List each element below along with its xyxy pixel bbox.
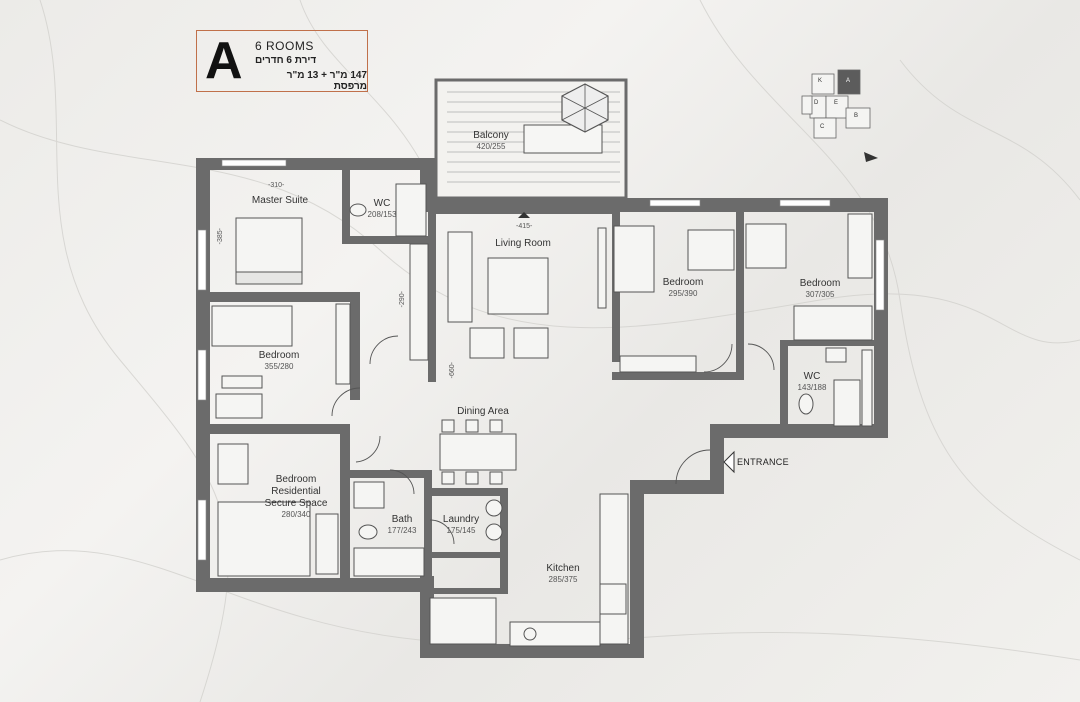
- keyplan-label-d: D: [814, 100, 819, 106]
- room-name: Dining Area: [457, 406, 509, 417]
- stove-icon: [523, 627, 537, 641]
- apartment-hebrew-area: 147 מ"ר + 13 מ"ר מרפסת: [286, 70, 367, 92]
- room-dining: Dining Area: [457, 406, 509, 418]
- room-dim: 208/153: [367, 210, 397, 219]
- keyplan-label-a: A: [846, 78, 851, 84]
- room-bath: Bath 177/243: [388, 514, 417, 536]
- dim-master-width: -310-: [268, 182, 285, 189]
- room-name: Living Room: [495, 238, 551, 249]
- room-wc1: WC 208/153: [368, 198, 397, 220]
- apartment-rooms: 6 ROOMS: [255, 39, 314, 53]
- room-kitchen: Kitchen 285/375: [546, 563, 579, 585]
- key-plan: [801, 69, 871, 139]
- furniture: [211, 183, 873, 647]
- room-name: Bedroom: [799, 278, 841, 289]
- north-arrow-icon: [864, 152, 878, 162]
- room-balcony: Balcony 420/255: [473, 130, 509, 152]
- keyplan-label-k: K: [818, 78, 823, 84]
- apartment-title-box: A 6 ROOMS דירת 6 חדרים 147 מ"ר + 13 מ"ר …: [196, 30, 368, 92]
- room-name: Laundry: [442, 514, 480, 525]
- room-name: Bedroom: [662, 277, 704, 288]
- room-name: Bedroom: [258, 350, 300, 361]
- room-name: Secure Space: [264, 498, 328, 509]
- room-bedroom-east1: Bedroom 295/390: [663, 277, 704, 299]
- room-dim: 285/375: [548, 575, 578, 584]
- room-name: WC: [803, 371, 821, 382]
- room-name: Balcony: [473, 130, 509, 141]
- room-laundry: Laundry 175/145: [443, 514, 479, 536]
- room-dim: 175/145: [446, 526, 476, 535]
- room-name: Bedroom: [275, 474, 317, 485]
- apartment-letter: A: [205, 32, 243, 90]
- dim-living-width: -415-: [516, 223, 533, 230]
- apartment-hebrew-rooms: דירת 6 חדרים: [255, 55, 317, 66]
- room-master-suite: Master Suite: [252, 195, 308, 207]
- room-dim: 143/188: [797, 383, 827, 392]
- dining-table: [439, 433, 517, 471]
- entrance-label: ENTRANCE: [737, 457, 789, 467]
- room-dim: 420/255: [476, 142, 506, 151]
- up-arrow-icon: [518, 212, 530, 218]
- room-name: Residential: [271, 486, 321, 497]
- entrance-arrow-icon: [723, 450, 735, 474]
- room-living: Living Room: [495, 238, 551, 250]
- dim-living-depth: -660-: [449, 362, 456, 379]
- balcony-area: [434, 78, 628, 200]
- room-wc2: WC 143/188: [798, 371, 827, 393]
- room-bedroom-east2: Bedroom 307/305: [800, 278, 841, 300]
- room-name: Bath: [391, 514, 413, 525]
- bedroom-bed: [211, 305, 293, 347]
- door-swings: [331, 335, 775, 545]
- room-dim: 355/280: [264, 362, 294, 371]
- room-secure-bedroom: Bedroom Residential Secure Space 280/340: [265, 474, 328, 520]
- dim-corridor: -290-: [399, 291, 406, 308]
- dim-master-height: -385-: [217, 228, 224, 245]
- room-dim: 295/390: [668, 289, 698, 298]
- secure-bed: [217, 501, 311, 577]
- room-name: Master Suite: [251, 195, 309, 206]
- room-dim: 280/340: [281, 510, 311, 519]
- windows: [197, 159, 885, 561]
- room-name: Kitchen: [546, 563, 580, 574]
- keyplan-label-b: B: [854, 113, 859, 119]
- room-bedroom-west: Bedroom 355/280: [259, 350, 300, 372]
- sofa: [447, 231, 473, 323]
- room-name: WC: [373, 198, 391, 209]
- keyplan-label-e: E: [834, 100, 839, 106]
- keyplan-label-c: C: [820, 124, 825, 130]
- room-dim: 307/305: [805, 290, 835, 299]
- room-dim: 177/243: [387, 526, 417, 535]
